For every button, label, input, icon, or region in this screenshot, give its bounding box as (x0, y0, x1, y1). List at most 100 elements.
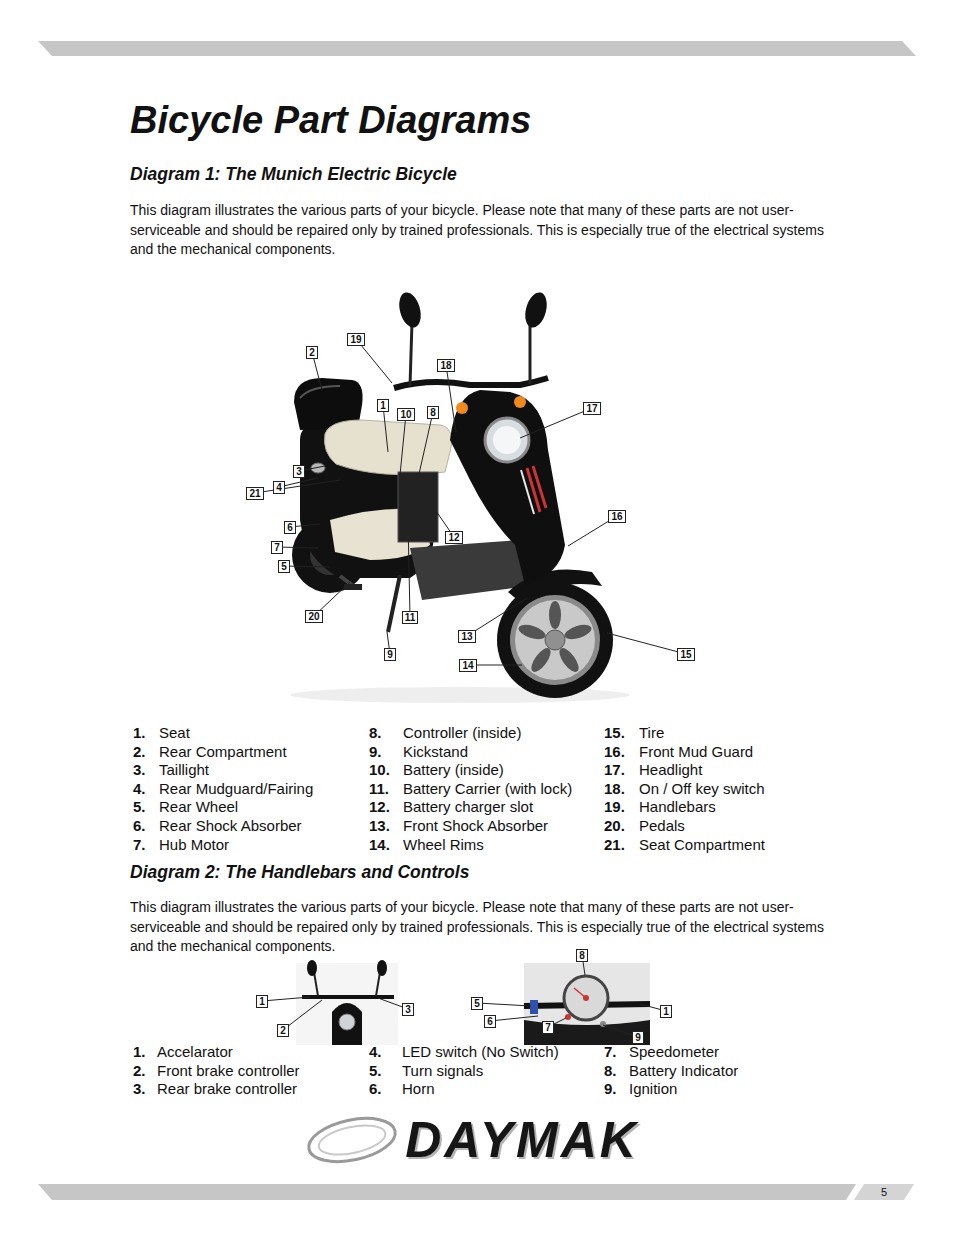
callout-box: 21 (246, 487, 263, 500)
callout-box: 6 (484, 1015, 496, 1028)
part-number: 18. (604, 780, 625, 798)
callout-box: 20 (305, 610, 322, 623)
part-name: Rear Shock Absorber (159, 817, 302, 835)
part-name: Accelarator (157, 1043, 233, 1061)
part-number: 6. (133, 817, 146, 835)
callout-number: 6 (287, 522, 293, 533)
part-name: Battery Indicator (629, 1062, 738, 1080)
part-name: Rear brake controller (157, 1080, 297, 1098)
part-number: 12. (369, 798, 390, 816)
part-number: 17. (604, 761, 625, 779)
callout-number: 9 (635, 1032, 641, 1043)
part-number: 5. (369, 1062, 382, 1080)
callout-number: 21 (249, 488, 260, 499)
leader-lines (255, 339, 686, 665)
part-name: LED switch (No Switch) (402, 1043, 559, 1061)
part-number: 9. (369, 743, 382, 761)
callout-number: 16 (611, 511, 622, 522)
callout-box: 18 (437, 359, 454, 372)
part-number: 4. (133, 780, 146, 798)
callout-number: 19 (350, 334, 361, 345)
section-heading: Diagram 2: The Handlebars and Controls (130, 861, 469, 883)
callout-number: 11 (405, 612, 416, 623)
callout-number: 1 (663, 1006, 669, 1017)
part-number: 2. (133, 743, 146, 761)
callout-number: 8 (579, 950, 585, 961)
part-number: 6. (369, 1080, 382, 1098)
part-name: Battery (inside) (403, 761, 504, 779)
callout-number: 10 (400, 409, 411, 420)
callout-number: 5 (281, 561, 287, 572)
part-name: Rear Mudguard/Fairing (159, 780, 313, 798)
part-number: 10. (369, 761, 390, 779)
footer-bar (38, 1184, 856, 1200)
part-name: On / Off key switch (639, 780, 765, 798)
brand-logo: DAYMAK (405, 1112, 639, 1168)
leader-lines (262, 955, 666, 1037)
callout-box: 2 (277, 1024, 289, 1037)
handlebar-photo-close (524, 963, 650, 1045)
callout-box: 6 (284, 521, 296, 534)
part-number: 14. (369, 836, 390, 854)
callout-number: 2 (309, 347, 315, 358)
callout-number: 9 (387, 649, 393, 660)
part-number: 2. (133, 1062, 146, 1080)
callout-box: 1 (377, 399, 389, 412)
part-number: 7. (133, 836, 146, 854)
part-name: Front brake controller (157, 1062, 300, 1080)
part-name: Controller (inside) (403, 724, 521, 742)
section-heading: Diagram 1: The Munich Electric Bicycle (130, 163, 457, 185)
part-number: 4. (369, 1043, 382, 1061)
callout-number: 18 (440, 360, 451, 371)
callout-box: 1 (256, 995, 268, 1008)
callout-box: 11 (402, 611, 419, 624)
part-name: Front Mud Guard (639, 743, 753, 761)
part-number: 7. (604, 1043, 617, 1061)
part-name: Front Shock Absorber (403, 817, 548, 835)
part-number: 1. (133, 724, 146, 742)
part-name: Horn (402, 1080, 435, 1098)
callout-number: 20 (308, 611, 319, 622)
callout-box: 17 (583, 402, 600, 415)
part-name: Pedals (639, 817, 685, 835)
callout-number: 6 (487, 1016, 493, 1027)
part-name: Ignition (629, 1080, 677, 1098)
part-name: Seat (159, 724, 190, 742)
callout-number: 12 (448, 532, 459, 543)
callout-number: 5 (474, 998, 480, 1009)
callout-box: 10 (397, 408, 414, 421)
part-name: Battery charger slot (403, 798, 533, 816)
part-number: 19. (604, 798, 625, 816)
scooter-picture (290, 290, 630, 703)
callout-box: 9 (384, 648, 396, 661)
part-name: Taillight (159, 761, 209, 779)
callout-box: 5 (278, 560, 290, 573)
part-number: 20. (604, 817, 625, 835)
callout-number: 14 (462, 660, 473, 671)
callout-number: 7 (274, 542, 280, 553)
part-number: 3. (133, 1080, 146, 1098)
callout-box: 13 (458, 630, 475, 643)
part-name: Hub Motor (159, 836, 229, 854)
part-number: 8. (604, 1062, 617, 1080)
part-name: Rear Compartment (159, 743, 287, 761)
callout-box: 19 (347, 333, 364, 346)
part-name: Rear Wheel (159, 798, 238, 816)
part-name: Kickstand (403, 743, 468, 761)
logo-swoosh (305, 1111, 399, 1168)
callout-box: 4 (273, 481, 285, 494)
part-number: 13. (369, 817, 390, 835)
part-number: 16. (604, 743, 625, 761)
handlebar-photo-front (296, 960, 398, 1045)
callout-number: 3 (405, 1004, 411, 1015)
part-name: Turn signals (402, 1062, 483, 1080)
callout-box: 5 (471, 997, 483, 1010)
callout-box: 15 (677, 648, 694, 661)
part-name: Tire (639, 724, 664, 742)
part-name: Battery Carrier (with lock) (403, 780, 572, 798)
callout-box: 8 (427, 406, 439, 419)
part-number: 11. (369, 780, 389, 798)
callout-number: 1 (380, 400, 386, 411)
part-name: Headlight (639, 761, 702, 779)
